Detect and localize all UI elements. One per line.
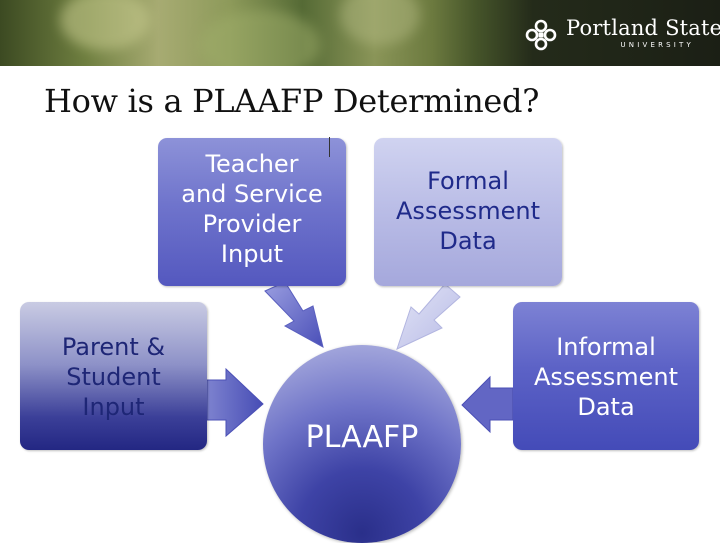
teacher-line-2: and Service bbox=[181, 179, 322, 209]
teacher-line-4: Input bbox=[181, 239, 322, 269]
parent-student-input-box: Parent & Student Input bbox=[20, 302, 207, 450]
parent-line-1: Parent & bbox=[62, 332, 165, 362]
formal-line-2: Assessment bbox=[396, 196, 540, 226]
informal-assessment-box: Informal Assessment Data bbox=[513, 302, 699, 450]
logo-subtitle: UNIVERSITY bbox=[620, 41, 694, 49]
informal-line-2: Assessment bbox=[534, 362, 678, 392]
foliage-blur bbox=[200, 10, 320, 66]
plaafp-label: PLAAFP bbox=[263, 420, 461, 456]
foliage-blur bbox=[340, 0, 420, 45]
slide-title: How is a PLAAFP Determined? bbox=[44, 82, 539, 120]
arrow-parent bbox=[207, 369, 263, 436]
psu-mark-icon bbox=[524, 18, 558, 52]
arrow-teacher bbox=[265, 282, 323, 347]
text-cursor bbox=[329, 137, 330, 157]
formal-line-3: Data bbox=[396, 226, 540, 256]
parent-line-3: Input bbox=[62, 392, 165, 422]
teacher-line-3: Provider bbox=[181, 209, 322, 239]
foliage-blur bbox=[60, 0, 150, 50]
parent-line-2: Student bbox=[62, 362, 165, 392]
informal-line-1: Informal bbox=[534, 332, 678, 362]
arrow-informal bbox=[462, 377, 513, 432]
formal-assessment-box: Formal Assessment Data bbox=[374, 138, 562, 286]
informal-line-3: Data bbox=[534, 392, 678, 422]
arrow-formal bbox=[397, 284, 460, 349]
header-banner: Portland State UNIVERSITY bbox=[0, 0, 720, 66]
formal-line-1: Formal bbox=[396, 166, 540, 196]
teacher-input-box: Teacher and Service Provider Input bbox=[158, 138, 346, 286]
logo-title: Portland State bbox=[566, 16, 720, 40]
psu-logo[interactable]: Portland State UNIVERSITY bbox=[524, 16, 694, 52]
teacher-line-1: Teacher bbox=[181, 149, 322, 179]
